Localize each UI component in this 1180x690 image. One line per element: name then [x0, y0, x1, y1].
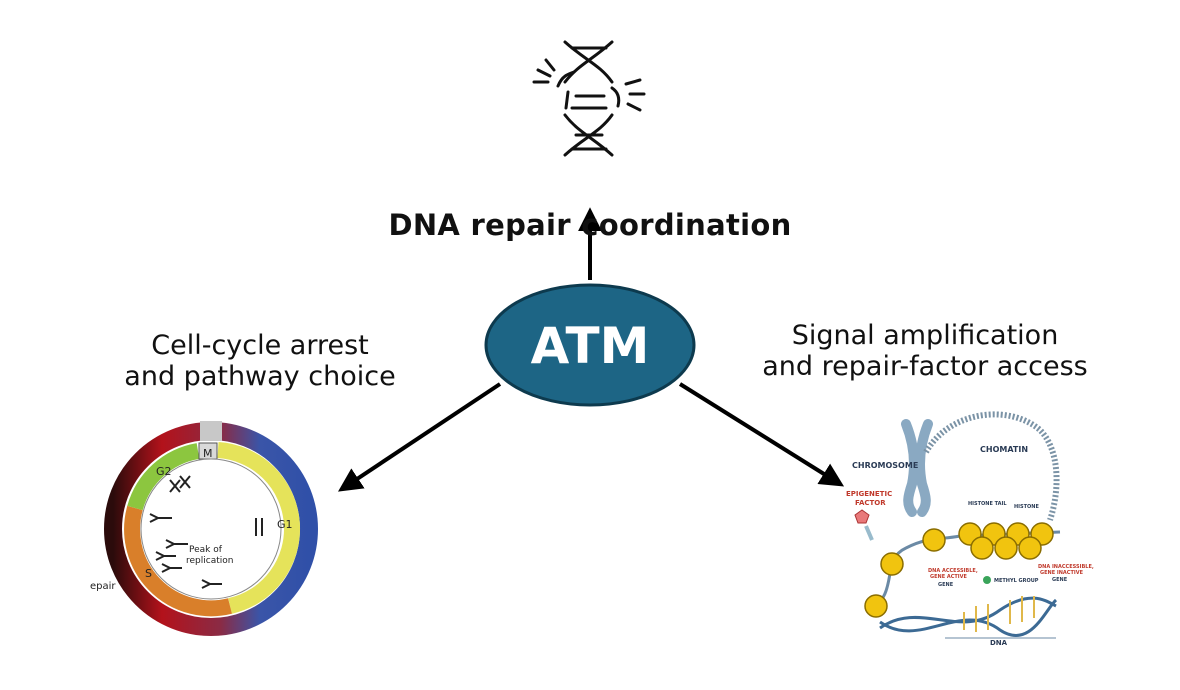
cell-cycle-figure: G2 M G1 S Peak of replication epair	[90, 421, 318, 636]
left-caption: Cell-cycle arrest and pathway choice	[80, 330, 440, 392]
methyl-group-label: METHYL GROUP	[994, 578, 1039, 584]
histone-tail-label: HISTONE TAIL	[968, 501, 1007, 507]
phase-s-label: S	[145, 567, 152, 580]
right-caption-line1: Signal amplification	[791, 320, 1059, 351]
accessible-label-line1: DNA ACCESSIBLE,	[928, 568, 978, 574]
dna-label: DNA	[990, 639, 1008, 647]
broken-dna-icon	[532, 40, 646, 157]
chromatin-label: CHOMATIN	[980, 445, 1028, 454]
phase-g2-label: G2	[156, 465, 172, 478]
gene-left-label: GENE	[938, 582, 954, 588]
chromatin-figure: CHROMOSOME CHOMATIN EPIGENETIC FACTOR HI…	[846, 411, 1094, 647]
phase-g1-label: G1	[277, 518, 293, 531]
inaccessible-label-line2: GENE INACTIVE	[1040, 570, 1084, 576]
atm-node: ATM	[484, 283, 696, 407]
chromosome-label: CHROMOSOME	[852, 461, 918, 470]
histone-label: HISTONE	[1014, 504, 1039, 510]
peak-label-line1: Peak of	[189, 545, 223, 555]
dna-repair-title: DNA repair coordination	[388, 208, 792, 242]
repair-fragment-label: epair	[90, 581, 116, 592]
arrow-to-right	[678, 382, 845, 487]
phase-m-label: M	[203, 447, 213, 460]
atm-label: ATM	[531, 317, 650, 375]
right-caption-line2: and repair-factor access	[762, 351, 1088, 382]
inaccessible-label-line1: DNA INACCESSIBLE,	[1038, 564, 1094, 570]
left-caption-line2: and pathway choice	[124, 361, 396, 392]
right-caption: Signal amplification and repair-factor a…	[730, 320, 1120, 382]
peak-label-line2: replication	[186, 556, 233, 566]
arrow-to-left	[338, 382, 502, 492]
epigenetic-label-line2: FACTOR	[855, 499, 886, 507]
left-caption-line1: Cell-cycle arrest	[151, 330, 369, 361]
gene-right-label: GENE	[1052, 577, 1068, 583]
accessible-label-line2: GENE ACTIVE	[930, 574, 968, 580]
epigenetic-label-line1: EPIGENETIC	[846, 490, 892, 498]
